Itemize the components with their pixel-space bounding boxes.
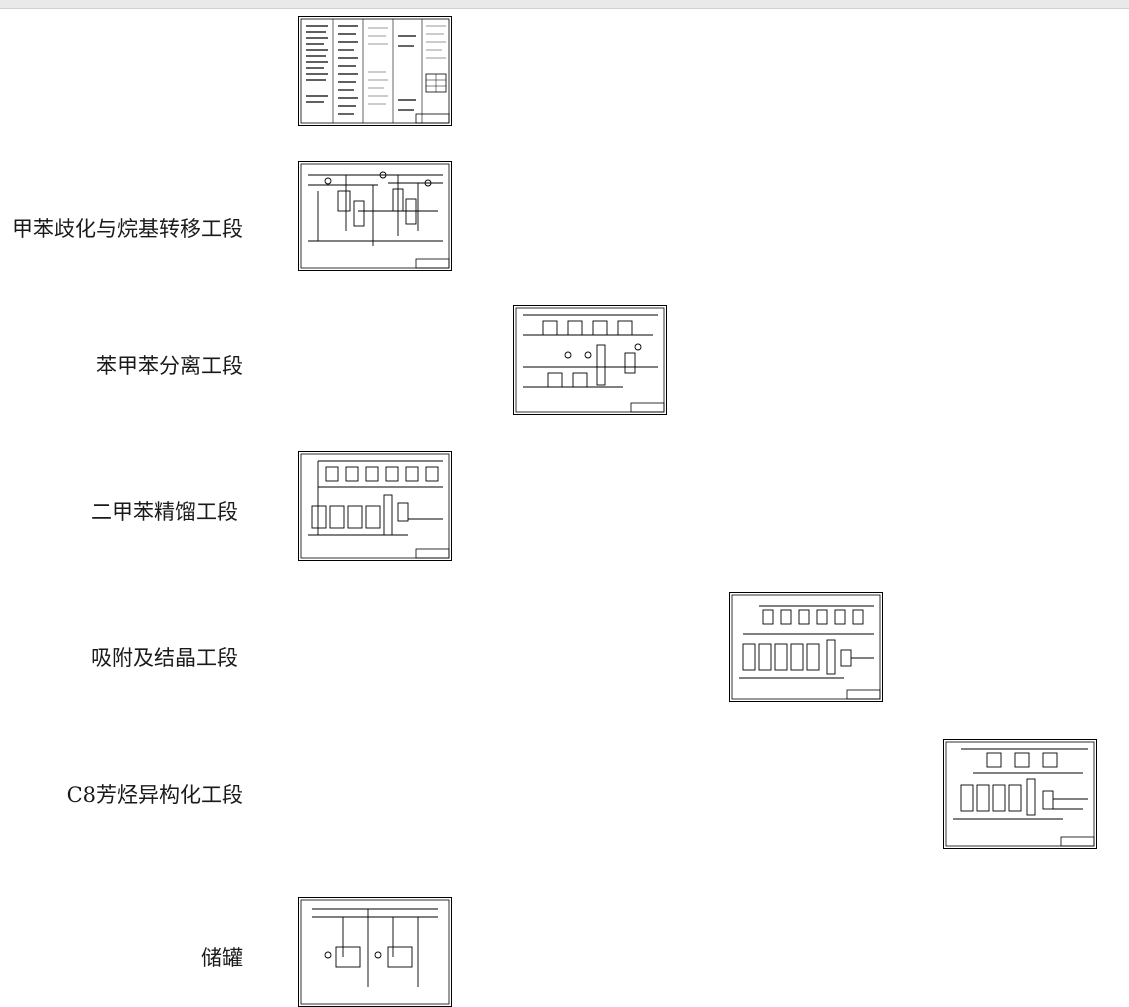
drawing-thumbnail-tank[interactable]: [298, 897, 452, 1007]
window-top-bar: [0, 0, 1129, 9]
tank-drawing: [298, 897, 452, 1007]
label-xylene-section: 二甲苯精馏工段: [91, 500, 238, 524]
drawing-thumbnail-toluene[interactable]: [298, 161, 452, 271]
drawing-thumbnail-adsorb[interactable]: [729, 592, 883, 702]
toluene-drawing: [298, 161, 452, 271]
label-adsorb-section: 吸附及结晶工段: [91, 646, 238, 670]
adsorb-drawing: [729, 592, 883, 702]
drawing-thumbnail-benzene[interactable]: [513, 305, 667, 415]
drawing-thumbnail-xylene[interactable]: [298, 451, 452, 561]
label-tank-section: 储罐: [201, 946, 243, 970]
label-benzene-section: 苯甲苯分离工段: [96, 354, 243, 378]
benzene-drawing: [513, 305, 667, 415]
legend-drawing: [298, 16, 452, 126]
drawing-thumbnail-c8[interactable]: [943, 739, 1097, 849]
label-toluene-section: 甲苯歧化与烷基转移工段: [12, 217, 243, 241]
xylene-drawing: [298, 451, 452, 561]
drawing-thumbnail-legend[interactable]: [298, 16, 452, 126]
label-c8-section: C8芳烃异构化工段: [66, 783, 243, 807]
c8-drawing: [943, 739, 1097, 849]
